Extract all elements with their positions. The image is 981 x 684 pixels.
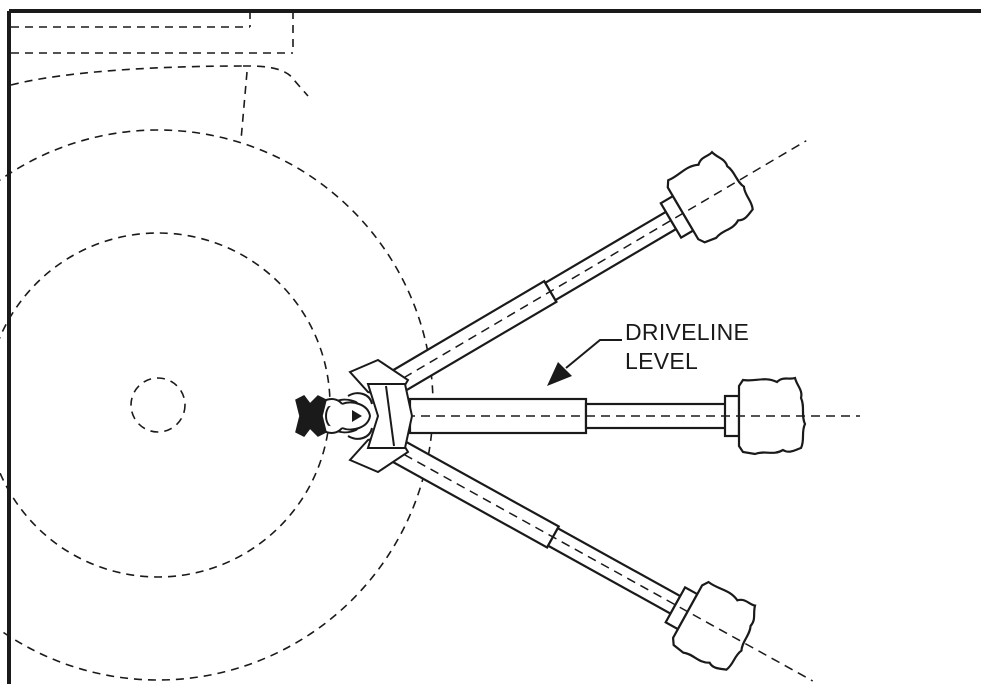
housing-hidden-outline <box>10 11 309 141</box>
driveline-level <box>406 376 860 456</box>
pulley-hidden-circles <box>0 129 434 681</box>
pivot-point <box>352 410 362 422</box>
inner-pulley-circle <box>0 232 331 578</box>
driveline-lower <box>370 428 814 682</box>
callout-label-line2: LEVEL <box>625 348 699 374</box>
callout-label-line1: DRIVELINE <box>625 319 750 345</box>
universal-joint-cluster <box>317 358 414 474</box>
yoke-dark-wedge <box>295 395 327 437</box>
hub-circle <box>130 377 186 433</box>
callout-leader <box>547 339 622 386</box>
outer-pulley-circle <box>0 129 434 681</box>
driveline-upper <box>370 140 807 405</box>
frame-border <box>7 9 981 684</box>
callout-arrowhead <box>547 362 572 386</box>
